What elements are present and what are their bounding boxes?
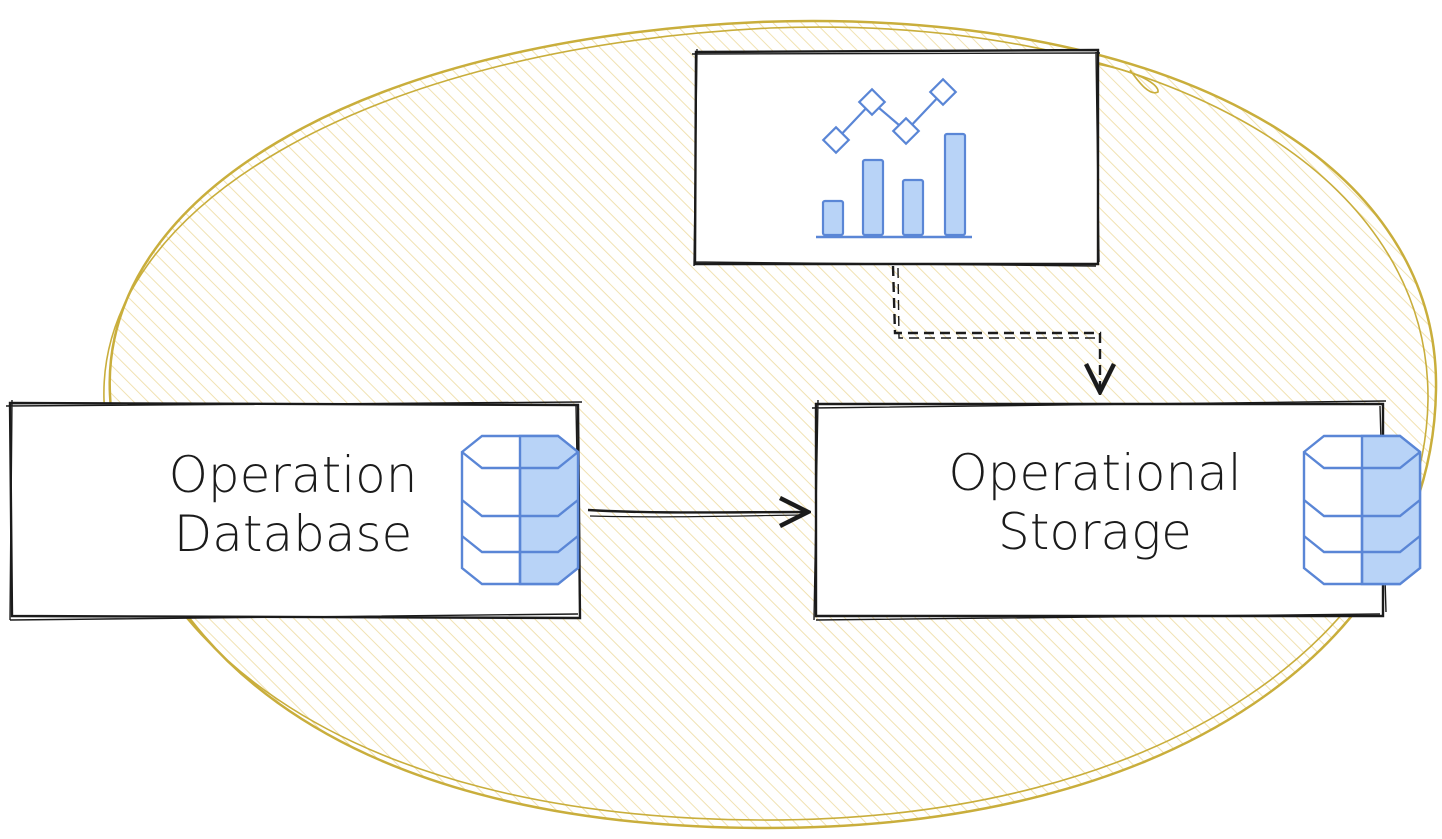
database-icon	[1302, 434, 1422, 586]
line-bar-chart-icon	[816, 77, 972, 239]
operational-storage-label-line2: Storage	[998, 503, 1192, 561]
operational-storage-label: Operational Storage	[910, 444, 1280, 562]
operation-database-label-line2: Database	[173, 505, 413, 563]
operational-storage-box[interactable]	[811, 399, 1387, 621]
database-icon	[460, 434, 580, 586]
operation-database-label: Operation Database	[128, 446, 458, 564]
operation-database-label-line1: Operation	[168, 446, 418, 504]
analytics-box[interactable]	[691, 48, 1101, 267]
dashed-connector	[891, 265, 1100, 392]
flow-arrow	[587, 510, 808, 517]
zone-ellipse	[103, 19, 1438, 830]
operational-storage-label-line1: Operational	[948, 444, 1242, 502]
operation-database-box[interactable]	[5, 399, 583, 621]
